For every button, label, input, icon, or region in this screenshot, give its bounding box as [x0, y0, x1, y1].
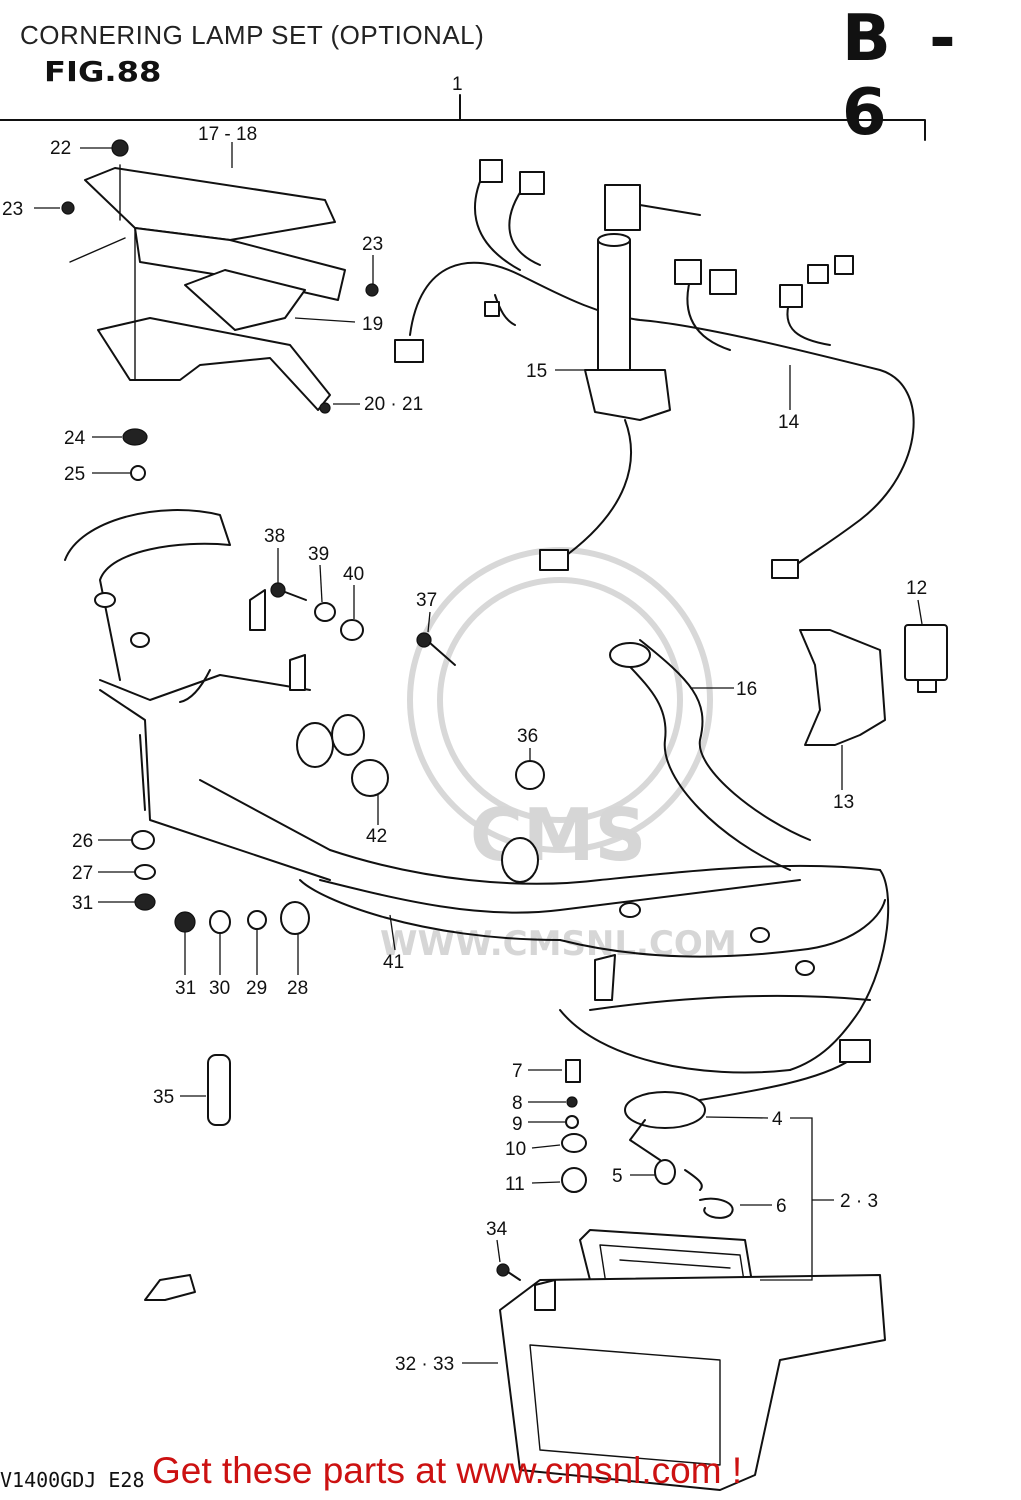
callout-25: 25	[64, 464, 85, 485]
callout-23-left: 23	[2, 199, 23, 220]
ignition-switch	[584, 184, 701, 421]
callout-39: 39	[308, 544, 329, 565]
callout-4: 4	[772, 1109, 783, 1130]
lamp-socket	[624, 1039, 871, 1219]
callout-31-bottom: 31	[175, 978, 196, 999]
callout-32-33: 32 · 33	[395, 1354, 454, 1375]
callout-38: 38	[264, 526, 285, 547]
hose	[609, 639, 811, 871]
bar-bushings	[249, 589, 545, 883]
callout-12: 12	[906, 578, 927, 599]
callout-26: 26	[72, 831, 93, 852]
callout-14: 14	[778, 412, 800, 433]
watermark-logo: CMS	[470, 793, 646, 877]
figure-label: FIG.88	[44, 55, 162, 88]
callout-5: 5	[612, 1166, 623, 1187]
callout-30: 30	[209, 978, 230, 999]
mounting-bracket	[61, 139, 379, 414]
relay-bracket	[799, 629, 886, 746]
model-code: V1400GDJ E28	[0, 1468, 145, 1492]
callout-34: 34	[486, 1219, 508, 1240]
callout-17-18: 17 - 18	[198, 124, 257, 145]
callout-numbers: 1 2 · 3 4 5 6 7 8 9 10 11 12 13 14 15 16…	[2, 74, 927, 1375]
callout-7: 7	[512, 1061, 523, 1082]
callout-2-3: 2 · 3	[840, 1191, 878, 1212]
callout-36: 36	[517, 726, 538, 747]
callout-40: 40	[343, 564, 364, 585]
callout-13: 13	[833, 792, 854, 813]
callout-15: 15	[526, 361, 547, 382]
callout-1: 1	[452, 74, 463, 95]
callout-42: 42	[366, 826, 387, 847]
callout-6: 6	[776, 1196, 787, 1217]
left-hardware	[122, 428, 310, 935]
callout-22: 22	[50, 138, 71, 159]
callout-23-right: 23	[362, 234, 383, 255]
engine-guard-bar	[64, 509, 890, 1074]
callout-10: 10	[505, 1139, 526, 1160]
front-arrow-icon	[144, 1274, 196, 1301]
lamp-housing	[496, 1263, 886, 1491]
callout-8: 8	[512, 1093, 523, 1114]
relay	[904, 624, 948, 693]
wiring-harness	[394, 159, 915, 579]
assembly-bracket	[0, 94, 926, 141]
callout-11: 11	[505, 1174, 525, 1195]
callout-20-21: 20 · 21	[364, 394, 423, 415]
callout-35: 35	[153, 1087, 174, 1108]
page-title: CORNERING LAMP SET (OPTIONAL)	[20, 20, 485, 50]
callout-31-left: 31	[72, 893, 93, 914]
callout-19: 19	[362, 314, 383, 335]
grommet-strip	[207, 1054, 231, 1126]
buy-parts-link[interactable]: Get these parts at www.cmsnl.com !	[152, 1450, 743, 1491]
callout-24: 24	[64, 428, 86, 449]
lamp-fasteners	[561, 1059, 587, 1193]
callout-9: 9	[512, 1114, 523, 1135]
callout-28: 28	[287, 978, 308, 999]
callout-27: 27	[72, 863, 93, 884]
callout-29: 29	[246, 978, 267, 999]
section-code: B - 6	[842, 2, 964, 150]
leader-lines	[34, 142, 923, 1364]
callout-16: 16	[736, 679, 757, 700]
watermark-url: WWW.CMSNL.COM	[380, 924, 737, 964]
watermark: CMS WWW.CMSNL.COM	[380, 547, 737, 964]
callout-41: 41	[383, 952, 404, 973]
callout-37: 37	[416, 590, 437, 611]
bolt-set	[270, 582, 456, 666]
